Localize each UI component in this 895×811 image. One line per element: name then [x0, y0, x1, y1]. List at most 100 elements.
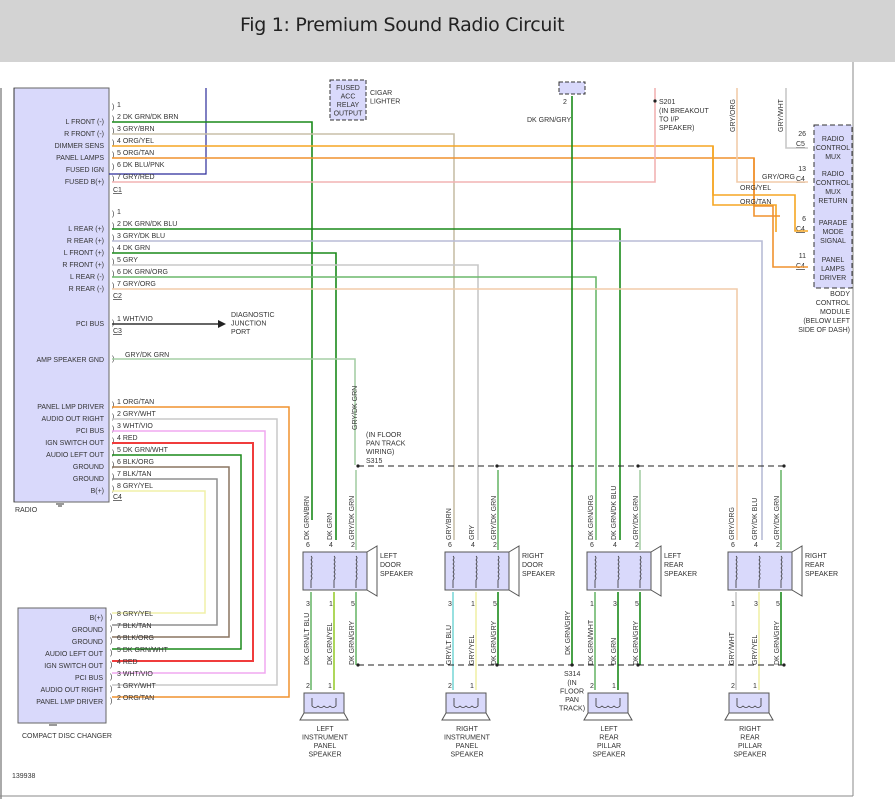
coil-icon	[310, 555, 313, 588]
pin-number: 5	[493, 601, 497, 608]
wire-dk-grn-dk-brn	[112, 121, 313, 520]
small-speaker-label: RIGHT	[456, 726, 479, 733]
connector-bracket: )	[112, 140, 114, 147]
splice-dot	[636, 464, 640, 468]
wire-label: GRY	[469, 525, 476, 540]
wire-dk-grn-org	[112, 276, 597, 540]
small-speaker-label: RIGHT	[739, 726, 762, 733]
pin-wire-label: 6 BLK/ORG	[117, 635, 154, 642]
pin-wire-label: 1 GRY/WHT	[117, 683, 156, 690]
radio-pin-label: IGN SWITCH OUT	[45, 440, 104, 447]
bcm-pin-number: 11	[799, 253, 806, 260]
small-speaker-label: REAR	[599, 735, 618, 742]
radio-pin-label: AUDIO LEFT OUT	[46, 452, 105, 459]
pin-number: 2	[776, 542, 780, 549]
speaker-label: LEFT	[664, 553, 682, 560]
pin-number: 6	[590, 542, 594, 549]
wire-gry-red	[112, 88, 656, 183]
pin-number: 3	[448, 601, 452, 608]
s201-description: (IN BREAKOUT	[659, 108, 710, 115]
connector-bracket: )	[112, 104, 114, 111]
coil-icon	[595, 698, 621, 708]
speaker-label: RIGHT	[805, 553, 828, 560]
coil-icon	[452, 555, 455, 588]
pin-wire-label: 4 DK GRN	[117, 245, 150, 252]
pin-wire-label: 5 GRY	[117, 257, 138, 264]
connector-bracket: )	[110, 626, 112, 633]
pin-number: 4	[471, 542, 475, 549]
small-speaker-label: LEFT	[600, 726, 618, 733]
pin-number: 4	[754, 542, 758, 549]
wire-label: DK GRN/BRN	[304, 496, 311, 540]
bcm-connector-id: C5	[796, 141, 805, 148]
connector-bracket: )	[110, 650, 112, 657]
arrow-icon	[218, 320, 226, 328]
small-speaker-label: SPEAKER	[592, 752, 625, 759]
connector-id: C2	[113, 293, 122, 300]
small-speaker-label: SPEAKER	[308, 752, 341, 759]
bcm-pin-label: SIGNAL	[820, 238, 846, 245]
s315-description: (IN FLOOR	[366, 432, 401, 439]
cigar-lighter-label: CIGAR	[370, 90, 392, 97]
connector-bracket: )	[110, 638, 112, 645]
wire-c4-6	[112, 478, 218, 626]
bcm-label: SIDE OF DASH)	[798, 327, 850, 334]
wire-label: DK GRN	[327, 513, 334, 540]
radio-pin-label: L REAR (-)	[70, 274, 104, 281]
radio-pin-label: L REAR (+)	[68, 226, 104, 233]
bcm-pin-label: LAMPS	[821, 266, 845, 273]
small-speaker-label: SPEAKER	[733, 752, 766, 759]
cd-changer-module	[17, 607, 107, 724]
wire-label: GRY/DK GRN	[491, 496, 498, 540]
connector-bracket: )	[110, 686, 112, 693]
pin-number: 2	[590, 683, 594, 690]
wire-label: GRY/ORG	[730, 99, 737, 132]
wire-org-tan-bcm2	[753, 158, 808, 268]
wire-label: DK GRN/GRY	[565, 610, 572, 655]
cd-pin-label: GROUND	[72, 627, 103, 634]
bcm-label: BODY	[830, 291, 850, 298]
bcm-pin-label: CONTROL	[816, 145, 850, 152]
pin-number: 1	[328, 683, 332, 690]
pin-number: 6	[448, 542, 452, 549]
connector-bracket: )	[112, 235, 114, 242]
connector-bracket: )	[112, 450, 114, 457]
coil-icon	[475, 555, 478, 588]
radio-pin-label: DIMMER SENS	[55, 143, 105, 150]
pin-number: 2	[563, 99, 567, 106]
bcm-pin-label: PARADE	[819, 220, 848, 227]
figure-header: Fig 1: Premium Sound Radio Circuit	[0, 0, 895, 62]
pin-wire-label: 7 BLK/TAN	[117, 623, 152, 630]
small-speaker-label: INSTRUMENT	[444, 735, 491, 742]
pin-number: 2	[448, 683, 452, 690]
wire-gry-org-bcm	[736, 88, 808, 183]
small-speaker-cone	[299, 712, 349, 721]
connector-bracket: )	[112, 247, 114, 254]
radio-pin-label: R FRONT (+)	[62, 262, 104, 269]
radio-pin-label: PCI BUS	[76, 321, 104, 328]
speaker-label: REAR	[664, 562, 683, 569]
radio-module	[13, 87, 110, 503]
small-speaker-body	[303, 692, 345, 714]
wire-c4-2	[112, 430, 266, 674]
wire-label: GRY/LT BLU	[446, 625, 453, 665]
wire-dk-grn	[112, 252, 337, 540]
connector-bracket: )	[112, 438, 114, 445]
small-speaker-label: PANEL	[314, 743, 337, 750]
radio-label: RADIO	[15, 507, 38, 514]
pin-wire-label: 3 GRY/BRN	[117, 126, 155, 133]
bcm-label: MODULE	[820, 309, 850, 316]
coil-icon	[780, 555, 783, 588]
radio-pin-label: PCI BUS	[76, 428, 104, 435]
radio-pin-label: PANEL LMP DRIVER	[37, 404, 104, 411]
wire-label: GRY/DK GRN	[774, 496, 781, 540]
wire-org-tan-bcm	[112, 157, 780, 217]
wire-label: GRY/DK GRN	[633, 496, 640, 540]
splice-dot	[782, 464, 786, 468]
pin-wire-label: 4 RED	[117, 659, 138, 666]
pin-wire-label: 2 DK GRN/DK BLU	[117, 221, 177, 228]
diagnostic-port-label: JUNCTION	[231, 321, 266, 328]
wire-gry-wht-bcm	[785, 88, 808, 149]
pin-number: 1	[590, 601, 594, 608]
speaker-label: LEFT	[380, 553, 398, 560]
